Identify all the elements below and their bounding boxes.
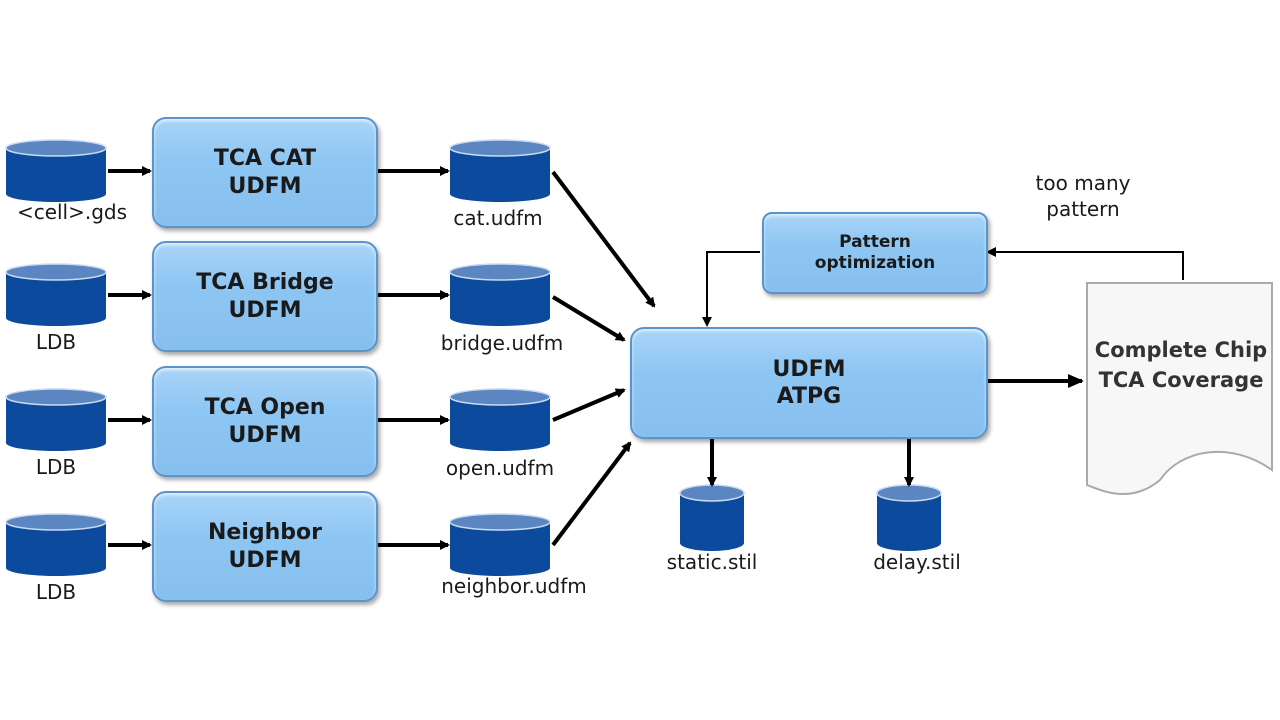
output-label: open.udfm bbox=[445, 456, 555, 480]
udfm-file-database-icon[interactable] bbox=[449, 388, 551, 451]
output-label: neighbor.udfm bbox=[441, 574, 587, 598]
optimization-arrow bbox=[702, 251, 760, 327]
pattern-optimization-box[interactable]: Pattern optimization bbox=[762, 212, 988, 294]
box-label: TCA Bridge bbox=[196, 270, 334, 295]
feedback-arrow bbox=[986, 247, 1184, 280]
tca-cat-udfm-box[interactable]: TCA CAT UDFM bbox=[152, 117, 378, 228]
udfm-file-database-icon[interactable] bbox=[449, 513, 551, 576]
box-label: UDFM bbox=[228, 297, 302, 323]
input-label: LDB bbox=[35, 330, 77, 354]
merge-arrow bbox=[551, 170, 656, 308]
box-label: Neighbor bbox=[208, 520, 322, 545]
udfm-file-database-icon[interactable] bbox=[449, 139, 551, 202]
note-line: pattern bbox=[1046, 197, 1120, 221]
neighbor-udfm-box[interactable]: Neighbor UDFM bbox=[152, 491, 378, 602]
merge-arrow bbox=[551, 441, 632, 547]
merge-arrow bbox=[552, 388, 626, 422]
box-label: Pattern bbox=[839, 231, 911, 252]
input-database-icon[interactable] bbox=[5, 263, 107, 326]
input-label: LDB bbox=[35, 580, 77, 604]
box-label: UDFM bbox=[772, 356, 846, 382]
coverage-report-document bbox=[1086, 282, 1273, 495]
box-label: ATPG bbox=[776, 384, 842, 409]
pattern-file-label: delay.stil bbox=[873, 550, 961, 574]
delay-stil-database-icon[interactable] bbox=[876, 484, 942, 551]
box-label: UDFM bbox=[228, 547, 302, 573]
report-line: TCA Coverage bbox=[1098, 368, 1264, 393]
input-database-icon[interactable] bbox=[5, 388, 107, 451]
input-database-icon[interactable] bbox=[5, 139, 107, 202]
box-label: optimization bbox=[814, 253, 936, 273]
input-label: LDB bbox=[35, 455, 77, 479]
input-label: <cell>.gds bbox=[16, 200, 128, 224]
merge-arrow bbox=[551, 295, 626, 342]
box-label: TCA Open bbox=[204, 395, 326, 420]
static-stil-database-icon[interactable] bbox=[679, 484, 745, 551]
tca-bridge-udfm-box[interactable]: TCA Bridge UDFM bbox=[152, 241, 378, 352]
box-label: UDFM bbox=[228, 173, 302, 199]
tca-open-udfm-box[interactable]: TCA Open UDFM bbox=[152, 366, 378, 477]
udfm-file-database-icon[interactable] bbox=[449, 263, 551, 326]
note-line: too many bbox=[1035, 171, 1131, 195]
output-label: bridge.udfm bbox=[440, 331, 564, 355]
coverage-report-title: Complete Chip TCA Coverage bbox=[1086, 335, 1276, 396]
udfm-atpg-box[interactable]: UDFM ATPG bbox=[630, 327, 988, 439]
input-database-icon[interactable] bbox=[5, 513, 107, 576]
output-label: cat.udfm bbox=[453, 206, 543, 230]
feedback-note: too many pattern bbox=[1036, 170, 1131, 222]
report-line: Complete Chip bbox=[1094, 338, 1268, 362]
box-label: TCA CAT bbox=[213, 146, 317, 171]
pattern-file-label: static.stil bbox=[666, 550, 758, 574]
box-label: UDFM bbox=[228, 422, 302, 448]
